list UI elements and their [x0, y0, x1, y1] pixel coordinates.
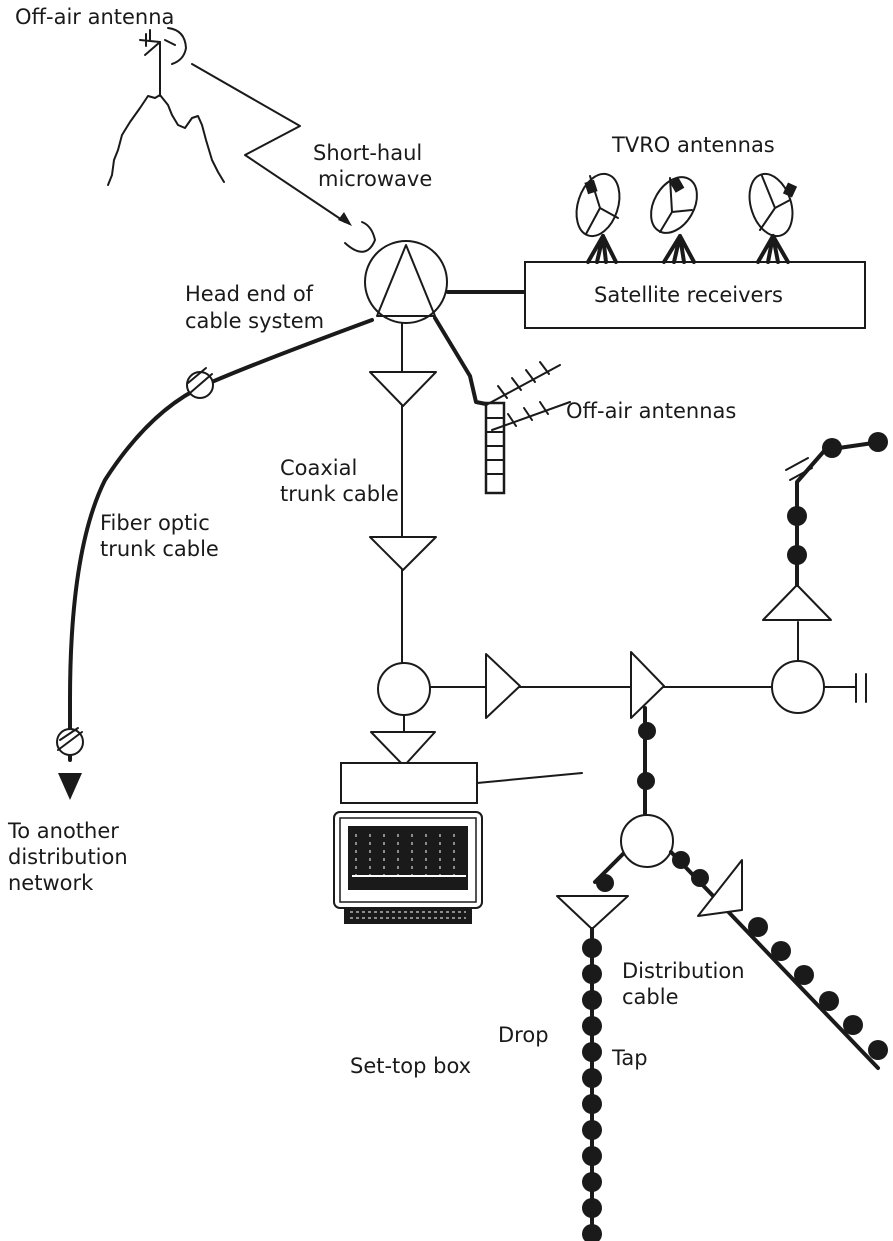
distribution-label-line1: Distribution — [622, 959, 745, 983]
to-another-label-line2: distribution — [8, 845, 128, 869]
distribution-label-line2: cable — [622, 985, 679, 1009]
distribution-amplifier-icon — [697, 859, 743, 917]
tap-dot — [787, 506, 807, 526]
tvro-dish-icon — [748, 172, 798, 264]
head-end-label-line1: Head end of — [185, 282, 314, 306]
coaxial-label-line2: trunk cable — [280, 482, 399, 506]
fiber-connector-icon — [186, 367, 214, 399]
microwave-link-line — [191, 63, 346, 223]
cable-terminator-icon — [855, 673, 867, 703]
fiber-optic-trunk-line — [68, 318, 374, 762]
splitter-node-icon — [620, 814, 674, 868]
set-top-box-label: Set-top box — [350, 1054, 471, 1078]
coaxial-label-line1: Coaxial — [280, 456, 357, 480]
satellite-receivers-label: Satellite receivers — [594, 283, 783, 307]
bridger-node-icon — [771, 660, 825, 714]
microwave-receiver-dish-icon — [344, 221, 376, 253]
tap-label: Tap — [611, 1046, 648, 1070]
microwave-arrowhead — [338, 212, 352, 226]
off-air-antennas-icon — [484, 361, 571, 495]
tap-dot — [787, 545, 807, 565]
fiber-label-line2: trunk cable — [100, 537, 219, 561]
distribution-tap-dots — [582, 938, 602, 1241]
tap-dot — [822, 438, 842, 458]
tap-dot — [672, 851, 690, 869]
off-air-antennas-label: Off-air antennas — [566, 399, 736, 423]
distribution-branch-line — [669, 850, 880, 1070]
tvro-dish-icon — [575, 172, 621, 264]
right-cable-hatch — [785, 457, 813, 481]
bridger-node-icon — [377, 662, 431, 716]
head-end-symbol — [364, 240, 448, 324]
short-haul-label-line2: microwave — [318, 167, 432, 191]
distribution-amplifier-icon — [556, 895, 629, 930]
satellite-receivers-box — [524, 261, 866, 329]
tvro-antennas-label: TVRO antennas — [611, 133, 775, 157]
tap-dot — [638, 722, 656, 740]
line-extender-icon — [762, 584, 832, 621]
distribution-tap-dots — [748, 917, 888, 1060]
tap-dot — [868, 432, 888, 452]
tap-dot — [637, 772, 655, 790]
to-another-label-line3: network — [8, 871, 94, 895]
trunk-amplifier-icon — [369, 371, 437, 407]
tap-dot — [596, 874, 614, 892]
set-top-box — [340, 762, 478, 804]
trunk-amplifier-icon — [370, 731, 436, 767]
to-another-label-line1: To another — [7, 819, 119, 843]
trunk-amplifier-icon — [485, 653, 521, 719]
fiber-connector-icon — [56, 727, 84, 756]
television-icon — [333, 811, 483, 924]
fiber-label-line1: Fiber optic — [100, 511, 210, 535]
headend-to-offair-line — [433, 316, 488, 406]
drop-label: Drop — [498, 1023, 549, 1047]
drop-cable-line — [476, 772, 583, 784]
off-air-antenna-label: Off-air antenna — [15, 5, 174, 29]
trunk-amplifier-icon — [630, 651, 665, 719]
head-end-label-line2: cable system — [185, 309, 324, 333]
mountain-antenna-icon — [107, 27, 225, 186]
short-haul-label-line1: Short-haul — [313, 141, 422, 165]
right-distribution-cable — [795, 440, 882, 587]
tvro-dish-icon — [650, 176, 698, 264]
fiber-arrowhead — [58, 773, 82, 800]
tap-dot — [691, 869, 709, 887]
trunk-amplifier-icon — [369, 536, 437, 571]
